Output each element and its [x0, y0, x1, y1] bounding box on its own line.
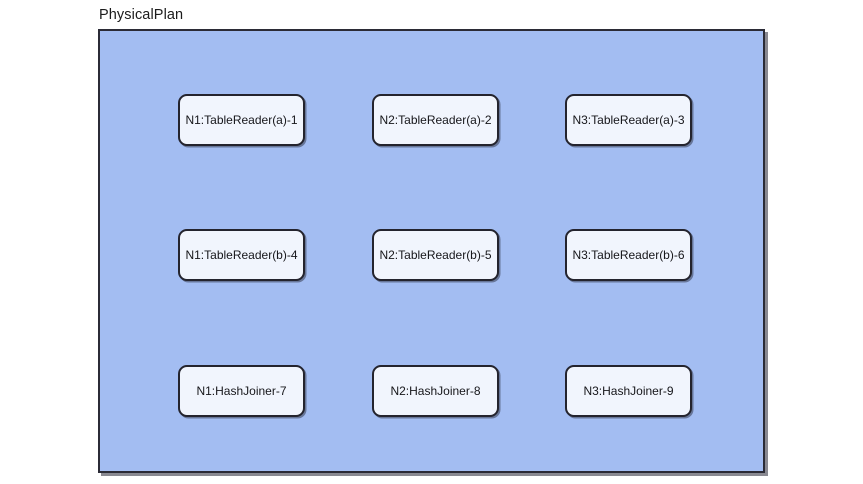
physical-plan-container: N1:TableReader(a)-1 N2:TableReader(a)-2 … — [98, 29, 765, 473]
node-box[interactable]: N2:HashJoiner-8 — [372, 365, 499, 417]
node-box[interactable]: N3:HashJoiner-9 — [565, 365, 692, 417]
node-box[interactable]: N1:TableReader(b)-4 — [178, 229, 305, 281]
node-box[interactable]: N3:TableReader(a)-3 — [565, 94, 692, 146]
node-box[interactable]: N1:HashJoiner-7 — [178, 365, 305, 417]
node-box[interactable]: N1:TableReader(a)-1 — [178, 94, 305, 146]
node-box[interactable]: N2:TableReader(b)-5 — [372, 229, 499, 281]
node-box[interactable]: N3:TableReader(b)-6 — [565, 229, 692, 281]
node-box[interactable]: N2:TableReader(a)-2 — [372, 94, 499, 146]
page-title: PhysicalPlan — [99, 7, 184, 23]
